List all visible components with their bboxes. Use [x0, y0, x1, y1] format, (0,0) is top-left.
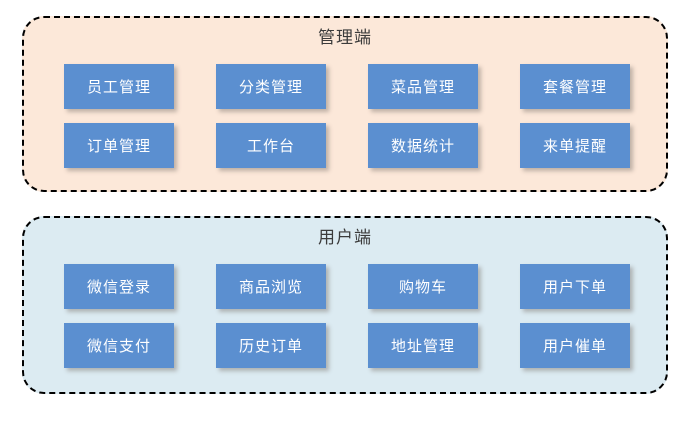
module-label: 地址管理 — [390, 339, 455, 355]
module-box-wechat-payment[interactable]: 微信支付 — [64, 323, 174, 368]
group-admin-title: 管理端 — [318, 28, 372, 47]
module-box-user-place-order[interactable]: 用户下单 — [520, 264, 630, 309]
module-box-order-reminder[interactable]: 来单提醒 — [520, 123, 630, 168]
module-label: 工作台 — [246, 139, 295, 155]
module-label: 员工管理 — [86, 80, 151, 96]
module-box-shopping-cart[interactable]: 购物车 — [368, 264, 478, 309]
module-label: 用户下单 — [542, 280, 607, 296]
module-box-setmeal-management[interactable]: 套餐管理 — [520, 64, 630, 109]
module-box-category-management[interactable]: 分类管理 — [216, 64, 326, 109]
module-box-order-management[interactable]: 订单管理 — [64, 123, 174, 168]
module-label: 订单管理 — [86, 139, 151, 155]
module-label: 来单提醒 — [542, 139, 607, 155]
module-box-data-statistics[interactable]: 数据统计 — [368, 123, 478, 168]
module-box-workbench[interactable]: 工作台 — [216, 123, 326, 168]
module-box-employee-management[interactable]: 员工管理 — [64, 64, 174, 109]
module-label: 套餐管理 — [542, 80, 607, 96]
module-label: 分类管理 — [238, 80, 303, 96]
module-label: 商品浏览 — [238, 280, 303, 296]
module-label: 微信支付 — [86, 339, 151, 355]
group-user: 用户端 微信登录 商品浏览 购物车 用户下单 微信支付 历史订单 地址管理 — [22, 216, 668, 394]
module-label: 历史订单 — [238, 339, 303, 355]
module-label: 菜品管理 — [390, 80, 455, 96]
module-label: 购物车 — [398, 280, 447, 296]
module-box-wechat-login[interactable]: 微信登录 — [64, 264, 174, 309]
module-label: 数据统计 — [390, 139, 455, 155]
group-admin: 管理端 员工管理 分类管理 菜品管理 套餐管理 订单管理 工作台 数据统计 — [22, 16, 668, 192]
module-box-user-order-urge[interactable]: 用户催单 — [520, 323, 630, 368]
module-box-order-history[interactable]: 历史订单 — [216, 323, 326, 368]
module-label: 用户催单 — [542, 339, 607, 355]
module-box-product-browsing[interactable]: 商品浏览 — [216, 264, 326, 309]
group-admin-module-grid: 员工管理 分类管理 菜品管理 套餐管理 订单管理 工作台 数据统计 来单提醒 — [64, 64, 630, 168]
module-box-address-management[interactable]: 地址管理 — [368, 323, 478, 368]
group-user-module-grid: 微信登录 商品浏览 购物车 用户下单 微信支付 历史订单 地址管理 用户催单 — [64, 264, 630, 368]
module-label: 微信登录 — [86, 280, 151, 296]
module-box-dish-management[interactable]: 菜品管理 — [368, 64, 478, 109]
group-user-title: 用户端 — [318, 228, 372, 247]
